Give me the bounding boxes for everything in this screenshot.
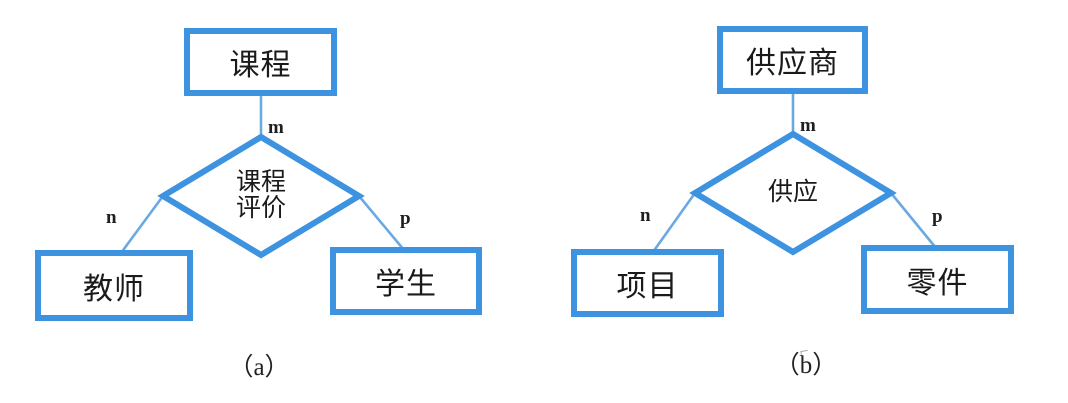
connector-teacher-to-relationship [119, 195, 165, 254]
entity-box-project[interactable] [571, 249, 724, 317]
cardinality-label-p-b: p [932, 206, 943, 227]
entity-box-part[interactable] [861, 245, 1014, 314]
cardinality-label-m-b: m [800, 115, 816, 136]
relationship-diamond-supply[interactable] [689, 130, 897, 256]
cardinality-label-p-a: p [400, 208, 411, 229]
cardinality-label-m-a: m [268, 117, 284, 138]
connector-student-to-relationship [358, 195, 405, 251]
cardinality-label-n-b: n [640, 205, 651, 226]
connector-part-to-relationship [889, 192, 938, 249]
connector-project-to-relationship [651, 192, 697, 253]
entity-box-course[interactable] [184, 28, 337, 96]
figure-caption-a: （a） [228, 354, 290, 381]
figure-caption-b: （b） [774, 352, 838, 379]
cardinality-label-n-a: n [106, 207, 117, 228]
entity-box-teacher[interactable] [35, 250, 193, 321]
relationship-diamond-course-eval[interactable] [157, 133, 365, 259]
entity-box-supplier[interactable] [717, 26, 868, 94]
entity-box-student[interactable] [330, 247, 482, 315]
